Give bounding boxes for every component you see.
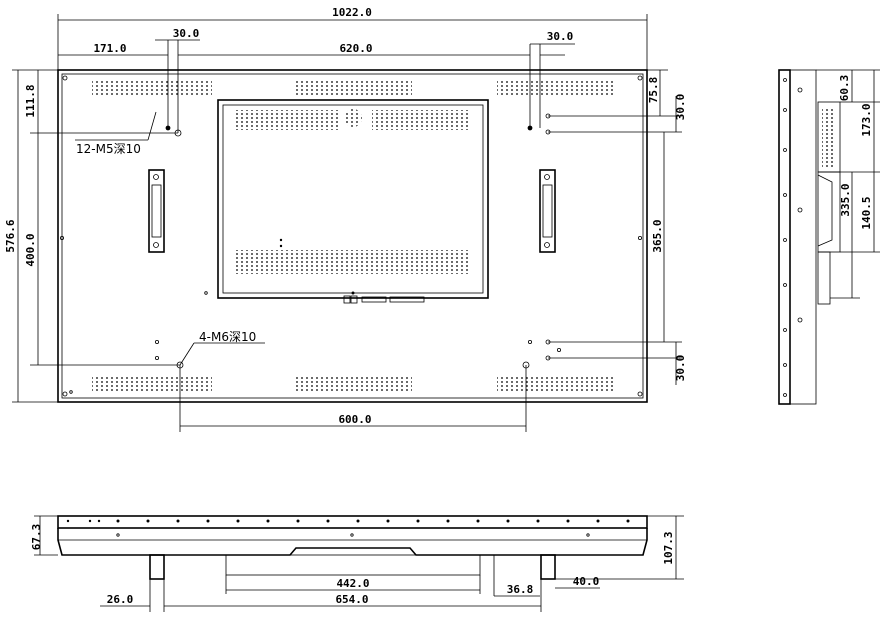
vent-bottom-right [497,376,615,391]
side-bracket-profile [817,174,833,247]
dim-right-gap-top: 30.0 [674,94,687,121]
bottom-bracket [225,554,481,576]
dim-overall-width: 1022.0 [332,6,372,19]
dim-top-offset: 111.8 [24,84,37,117]
vent-top-center [294,81,412,96]
dim-side-middle: 335.0 [839,183,852,216]
vent-top-right [497,81,615,96]
back-box-outline [217,99,489,299]
bottom-foot-left [149,554,165,580]
side-screws [783,78,803,397]
side-dimensions [816,69,880,299]
handle-left [148,169,165,253]
box-screw [351,291,355,295]
bottom-panel-body [57,528,648,556]
dim-bracket-width: 442.0 [336,577,369,590]
vent-top-left [92,81,212,96]
bottom-foot-right [540,554,556,580]
dim-bottom-span: 600.0 [338,413,371,426]
box-vent-bottom [236,250,470,274]
central-back-box [217,99,489,304]
connector-port [389,296,425,303]
front-view: 1022.0 171.0 30.0 620.0 30.0 576.6 111.8… [4,6,687,432]
dim-bottom-depth-left: 67.3 [30,524,43,551]
dim-top-gap-right: 30.0 [547,30,574,43]
vent-bottom-center [294,376,412,391]
handle-right [539,169,556,253]
front-right-dimensions [548,69,682,385]
connector-port [350,295,358,304]
bottom-dimensions [34,515,684,612]
dim-side-upper: 173.0 [860,103,873,136]
box-screw [279,238,283,242]
box-vent-top-right [372,110,470,130]
side-panel-outline [778,69,791,405]
dim-left-vertical: 400.0 [24,233,37,266]
fan-grille [344,109,362,127]
front-panel-outline [57,69,648,403]
dim-right-gap-bottom: 30.0 [674,355,687,382]
connector-port [361,296,387,303]
connector-port [343,295,351,304]
side-box-vent [822,108,836,168]
side-body-outline [789,69,817,405]
dim-side-lower: 140.5 [860,196,873,229]
dim-foot-span: 654.0 [335,593,368,606]
vent-grilles [92,81,615,391]
side-box-bracket [817,171,841,253]
dim-overall-height: 576.6 [4,219,17,252]
dim-side-top-small: 60.3 [838,75,851,102]
dim-bracket-gap: 36.8 [507,583,534,596]
note-m6-holes: 4-M6深10 [199,330,256,344]
box-screw [279,244,283,248]
front-bottom-dimensions [179,365,527,432]
dim-center-span: 620.0 [339,42,372,55]
dim-foot-left: 26.0 [107,593,134,606]
dim-right-vertical: 365.0 [651,219,664,252]
bottom-view: 67.3 107.3 442.0 36.8 40.0 26.0 654.0 [30,515,684,612]
side-foot [817,251,831,305]
side-view: 60.3 173.0 335.0 140.5 [778,69,880,405]
dim-foot-right: 40.0 [573,575,600,588]
vent-bottom-left [92,376,212,391]
note-m5-holes: 12-M5深10 [76,142,141,156]
dim-left-offset: 171.0 [93,42,126,55]
dim-bottom-depth-right: 107.3 [662,531,675,564]
hole-callouts [75,111,265,366]
bottom-screws [66,519,630,537]
front-left-dimensions [12,69,180,403]
front-top-dimensions [57,14,648,133]
bottom-panel-front [57,515,648,529]
box-vent-top-left [236,110,341,130]
dim-right-top: 75.8 [647,77,660,104]
dim-top-gap-left: 30.0 [173,27,200,40]
